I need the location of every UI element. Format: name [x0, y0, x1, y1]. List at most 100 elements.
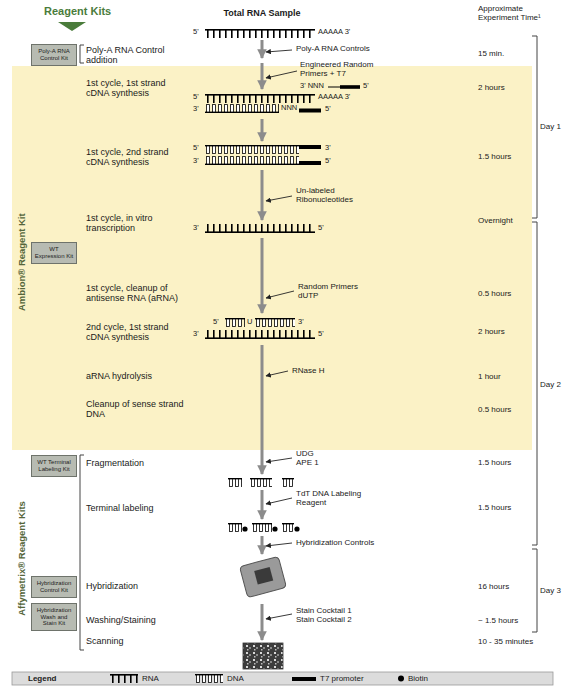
dna-strand — [205, 104, 279, 113]
reagent-label: Hybridization Controls — [296, 538, 374, 547]
step-name: aRNA hydrolysis — [86, 371, 152, 381]
rna-strand — [205, 224, 315, 233]
kit-name: WT Terminal Labeling Kit — [34, 459, 74, 472]
strand-end-label: U — [247, 317, 252, 326]
kit-box: Hybridization Control Kit — [31, 576, 77, 598]
time-label: 1.5 hours — [478, 503, 511, 512]
reagent-label: UDG APE 1 — [296, 449, 319, 467]
reagent-label: Un-labeled Ribonucleotides — [296, 186, 353, 204]
dna-strand — [205, 156, 299, 165]
time-label: Overnight — [478, 216, 513, 225]
section-heading: Reagent Kits — [44, 5, 111, 18]
time-label: 2 hours — [478, 327, 505, 336]
strand-end-label: 5' — [193, 143, 199, 152]
rna-strand — [205, 330, 315, 339]
reagent-arrow — [266, 458, 292, 462]
reagent-arrow — [266, 50, 292, 52]
time-label: 16 hours — [478, 582, 509, 591]
strand-end-label: 5' — [363, 81, 369, 90]
day-bracket — [532, 222, 537, 545]
rna-strand — [205, 94, 315, 103]
time-label: 1 hour — [478, 372, 501, 381]
dna-fragment — [250, 478, 272, 487]
reagent-label: Random Primers dUTP — [298, 282, 368, 300]
reagent-label: TdT DNA Labeling Reagent — [296, 489, 386, 507]
strand-end-label: 3' — [193, 157, 199, 165]
strand-end-label: 3' NNN — [300, 82, 324, 90]
dna-fragment — [282, 478, 294, 487]
dna-strand — [225, 318, 245, 327]
dna-strand — [205, 145, 299, 154]
step-name: 1st cycle, 2nd strand cDNA synthesis — [86, 147, 190, 168]
time-label: 1 hour — [478, 372, 501, 381]
flow-arrow — [261, 604, 264, 640]
step-name: 1st cycle, in vitro transcription — [86, 213, 190, 234]
time-label: 2 hours — [478, 83, 505, 92]
kit-box: Hybridization Wash and Stain Kit — [31, 603, 77, 631]
time-label: 15 min. — [478, 49, 504, 58]
kit-name: WT Expression Kit — [34, 246, 74, 259]
flow-arrow — [261, 170, 264, 220]
step-name: Washing/Staining — [86, 615, 156, 625]
flow-arrow — [261, 63, 264, 89]
step-name: 1st cycle, 1st strand cDNA synthesis — [86, 78, 190, 99]
step-name: Scanning — [86, 636, 124, 646]
flow-arrow — [261, 490, 264, 519]
strand-end-label: 3' — [193, 105, 199, 113]
reagent-arrow — [266, 543, 292, 546]
flow-arrow — [261, 238, 264, 313]
time-label: 1.5 hours — [478, 458, 511, 467]
reagent-arrow — [266, 371, 288, 376]
day-label: Day 1 — [540, 122, 561, 131]
reagent-label: TdT DNA Labeling Reagent — [296, 489, 361, 507]
step-name: Poly-A RNA Control addition — [86, 45, 165, 65]
reagent-label: Engineered Random Primers + T7 — [300, 60, 382, 78]
strand-end-label: 3' — [298, 318, 304, 326]
day-label: Day 3 — [540, 586, 561, 595]
strand-end-label: AAAAA 3' — [318, 28, 350, 36]
strand-end-label: 5' — [318, 224, 324, 232]
legend-swatch — [292, 677, 316, 681]
flow-arrow — [261, 536, 264, 554]
dna-fragment — [250, 478, 272, 487]
reagent-label: Random Primers dUTP — [298, 282, 358, 300]
strand-end-label: 3' — [298, 317, 304, 326]
reagent-label: Stain Cocktail 1 Stain Cocktail 2 — [296, 606, 366, 624]
biotin-dot — [242, 526, 247, 531]
flow-arrow — [261, 119, 264, 141]
strand-end-label: 3' — [325, 144, 331, 152]
reagent-label: Engineered Random Primers + T7 — [300, 60, 373, 78]
section-heading: Reagent Kits — [44, 5, 111, 17]
kit-group-label: Affymetrix® Reagent Kits — [17, 501, 28, 616]
time-label: 16 hours — [478, 582, 509, 591]
strand-end-label: 3' — [325, 143, 331, 152]
reagent-label: Un-labeled Ribonucleotides — [296, 186, 366, 204]
strand-end-label: 5' — [318, 330, 324, 338]
sample-title: Total RNA Sample — [223, 8, 300, 18]
legend-text: RNA — [142, 674, 159, 683]
reagent-arrow — [266, 71, 297, 78]
strand-end-label: AAAAA 3' — [318, 27, 350, 36]
time-label: Overnight — [478, 216, 513, 225]
step-name: aRNA hydrolysis — [86, 371, 152, 381]
dna-fragment — [228, 523, 242, 532]
time-label: 0.5 hours — [478, 289, 511, 298]
dna-fragment — [252, 523, 272, 532]
strand-end-label: AAAAA 3' — [318, 92, 350, 101]
dna-strand — [225, 318, 245, 327]
step-name: Poly-A RNA Control addition — [86, 45, 190, 66]
t7-promoter — [299, 161, 321, 165]
rna-strand — [205, 94, 315, 103]
reagent-label: RNase H — [292, 366, 324, 375]
strand-end-label: 5' — [325, 157, 331, 165]
band-label: Ambion® Reagent Kit — [17, 213, 27, 311]
step-name: 1st cycle, in vitro transcription — [86, 213, 153, 233]
strand-end-label: 5' — [213, 318, 219, 326]
strand-end-label: 3' — [193, 104, 199, 113]
array-chip — [240, 556, 287, 597]
legend-bar — [12, 672, 553, 685]
band-fill — [12, 66, 532, 450]
legend-text: DNA — [227, 674, 244, 683]
day-label: Day 1 — [540, 122, 561, 131]
legend-sample — [110, 674, 138, 683]
